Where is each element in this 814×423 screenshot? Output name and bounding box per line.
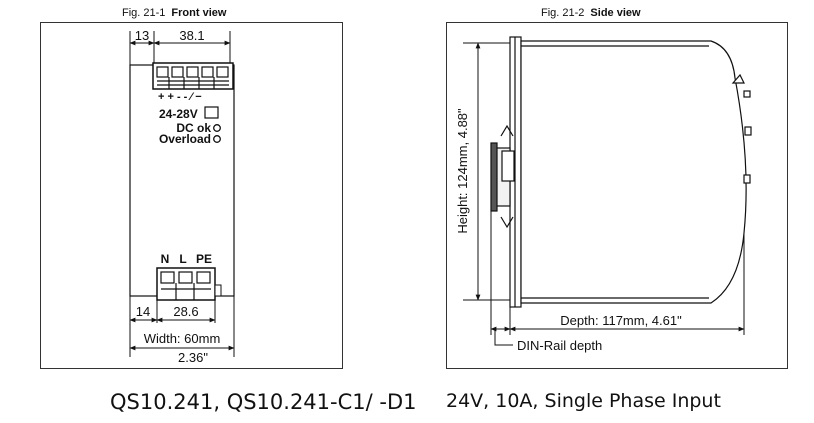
dim-38-label: 38.1: [179, 28, 204, 43]
terminal-l-label: L: [179, 252, 186, 266]
front-view-drawing: 13 38.1 + + - - ⁄ − 24-28V: [129, 28, 235, 365]
voltage-adjust-potentiometer: [204, 106, 219, 119]
overload-led: [213, 135, 221, 143]
top-extension-lines: [129, 31, 231, 65]
din-rail-leader: [494, 329, 513, 346]
terminal-polarity-labels: + + - - ⁄ −: [158, 91, 202, 103]
model-description: 24V, 10A, Single Phase Input: [446, 390, 721, 412]
height-label: Height: 124mm, 4.88": [455, 108, 470, 234]
bottom-terminal-block: [156, 267, 222, 301]
overload-label: Overload: [159, 132, 211, 146]
terminal-n-label: N: [161, 252, 170, 266]
figure-caption: Front view: [171, 7, 227, 19]
width-inch-label: 2.36": [178, 350, 208, 365]
device-housing-side: [520, 40, 752, 304]
din-mounting-bracket: [490, 36, 522, 308]
dc-ok-label: DC ok: [176, 121, 211, 135]
figure-title-front: Fig. 21-1 Front view: [122, 7, 226, 19]
figure-number: Fig. 21-1: [122, 7, 166, 19]
din-rail-label: DIN-Rail depth: [517, 338, 602, 353]
terminal-pe-label: PE: [196, 252, 212, 266]
side-view-drawing: Height: 124mm, 4.88": [455, 36, 752, 353]
figure-title-side: Fig. 21-2 Side view: [541, 7, 641, 19]
device-body: [129, 64, 235, 297]
dc-ok-led: [213, 124, 221, 132]
width-label: Width: 60mm: [144, 331, 221, 346]
model-number: QS10.241, QS10.241-C1/ -D1: [110, 390, 417, 414]
front-view-panel: 13 38.1 + + - - ⁄ − 24-28V: [40, 22, 343, 369]
dim-13-label: 13: [135, 28, 149, 43]
height-extension-lines: [463, 42, 517, 301]
top-terminal-block: [152, 62, 234, 90]
figure-caption: Side view: [590, 7, 641, 19]
voltage-label: 24-28V: [159, 107, 198, 121]
dim-14-label: 14: [136, 304, 150, 319]
dim-28-label: 28.6: [173, 304, 198, 319]
depth-label: Depth: 117mm, 4.61": [560, 313, 682, 328]
figure-number: Fig. 21-2: [541, 7, 585, 19]
side-view-panel: Height: 124mm, 4.88": [446, 22, 788, 369]
